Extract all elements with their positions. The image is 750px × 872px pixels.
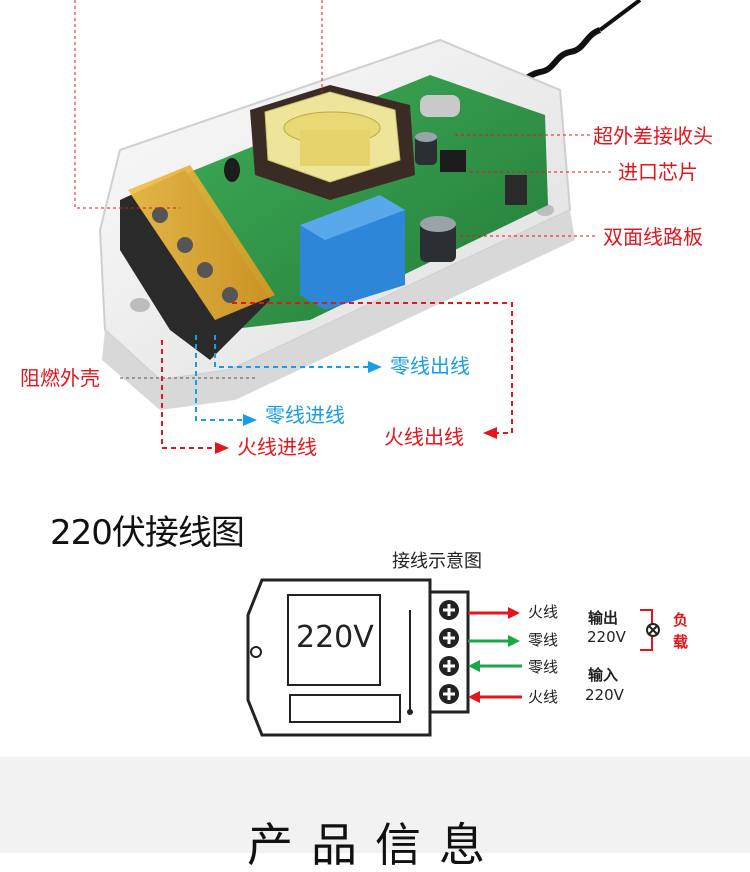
live-out-arrow bbox=[483, 427, 497, 439]
label-live-out: 火线出线 bbox=[384, 425, 464, 449]
device-led bbox=[407, 709, 413, 715]
load-label-1: 负 bbox=[673, 611, 689, 629]
label-neutral-in: 零线进线 bbox=[265, 403, 345, 427]
box-voltage: 220V bbox=[296, 620, 374, 655]
live-in-arrow bbox=[215, 442, 229, 454]
diagram-title: 接线示意图 bbox=[392, 551, 482, 572]
pcb-board bbox=[170, 75, 548, 330]
component-black bbox=[224, 158, 240, 182]
input-label: 输入 bbox=[588, 666, 619, 684]
label-live-in: 火线进线 bbox=[237, 435, 317, 459]
mount-hole bbox=[130, 298, 150, 312]
label-receiver-head: 超外差接收头 bbox=[593, 124, 713, 148]
chip bbox=[440, 150, 466, 172]
connector bbox=[505, 175, 527, 205]
terminal-block bbox=[120, 165, 275, 360]
crystal bbox=[420, 95, 460, 117]
neutral-out-arrow bbox=[368, 361, 382, 373]
wiring-diagram bbox=[246, 578, 660, 737]
footer-band bbox=[0, 757, 750, 853]
label-double-board: 双面线路板 bbox=[603, 225, 703, 249]
neutral-in-line bbox=[195, 335, 243, 421]
label-import-chip: 进口芯片 bbox=[618, 160, 698, 184]
footer-title: 产品信息 bbox=[247, 818, 503, 872]
label-neutral-out: 零线出线 bbox=[390, 354, 470, 378]
label-flame-shell: 阻燃外壳 bbox=[20, 366, 100, 390]
live-out-line bbox=[232, 302, 513, 434]
load-label-2: 载 bbox=[673, 633, 689, 651]
device-hole bbox=[250, 646, 262, 658]
wire-label-neutral-in: 零线 bbox=[528, 658, 559, 676]
wiring-heading: 220伏接线图 bbox=[50, 513, 245, 553]
input-voltage: 220V bbox=[585, 686, 624, 704]
neutral-out-line bbox=[214, 335, 368, 368]
leader-line bbox=[74, 0, 180, 209]
device-slot bbox=[289, 694, 401, 723]
capacitor bbox=[420, 216, 456, 262]
voltage-box bbox=[287, 594, 381, 686]
neutral-in-arrow bbox=[243, 414, 257, 426]
transformer bbox=[250, 85, 415, 200]
output-label: 输出 bbox=[588, 609, 619, 627]
wire-label-live-in: 火线 bbox=[528, 688, 559, 706]
shell-base bbox=[102, 210, 575, 410]
live-in-line bbox=[161, 340, 215, 449]
wire-label-neutral-out: 零线 bbox=[528, 631, 559, 649]
product-photo bbox=[74, 0, 642, 454]
relay bbox=[300, 195, 405, 310]
antenna-wire bbox=[598, 0, 642, 32]
capacitor-small bbox=[415, 132, 437, 165]
output-voltage: 220V bbox=[587, 628, 626, 646]
wire-label-live-out: 火线 bbox=[528, 603, 559, 621]
